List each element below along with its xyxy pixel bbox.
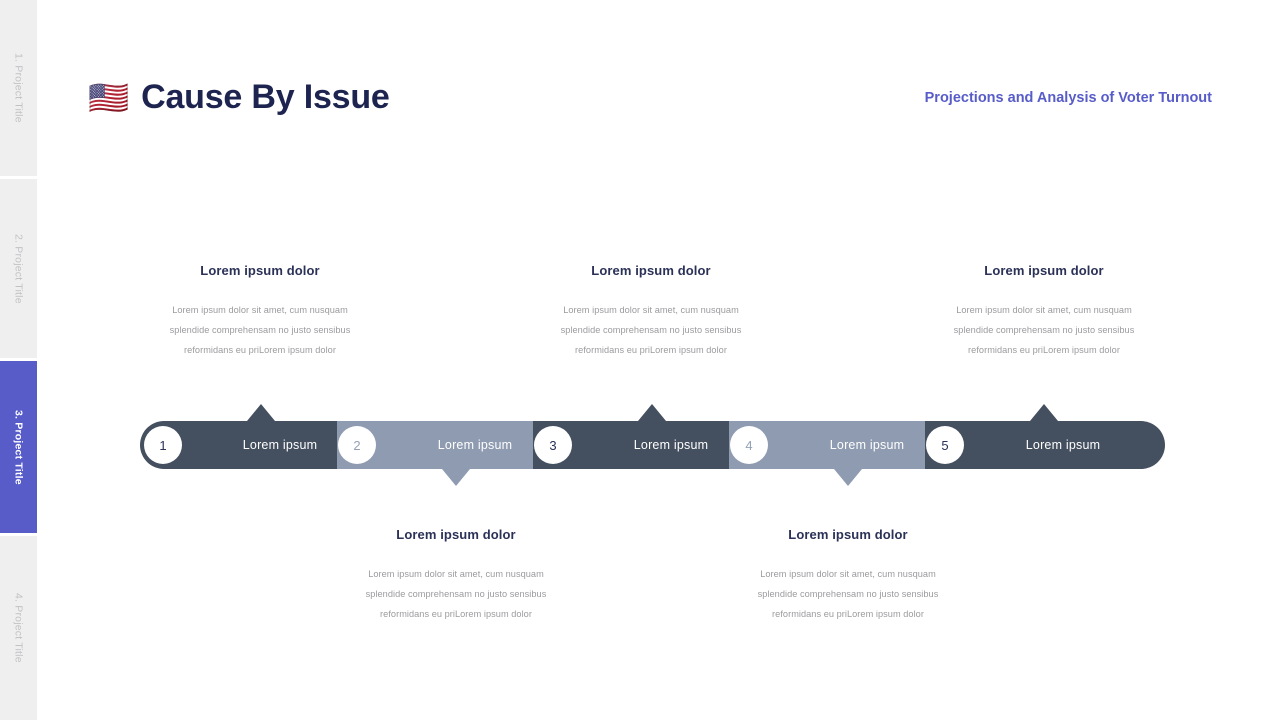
sidebar-item-4[interactable]: 4. Project Title bbox=[0, 536, 37, 720]
timeline-segment-5[interactable] bbox=[925, 421, 1165, 469]
info-block-heading: Lorem ipsum dolor bbox=[788, 527, 908, 542]
info-block-top-1: Lorem ipsum dolor Lorem ipsum dolor sit … bbox=[142, 263, 378, 360]
pointer-up-step-1 bbox=[247, 404, 275, 421]
info-block-line: splendide comprehensam no justo sensibus bbox=[953, 325, 1135, 335]
info-block-heading: Lorem ipsum dolor bbox=[396, 527, 516, 542]
info-block-line: splendide comprehensam no justo sensibus bbox=[757, 589, 939, 599]
sidebar-item-2[interactable]: 2. Project Title bbox=[0, 179, 37, 361]
sidebar-item-label: 2. Project Title bbox=[12, 233, 25, 304]
info-block-heading: Lorem ipsum dolor bbox=[200, 263, 320, 278]
info-block-line: reformidans eu priLorem ipsum dolor bbox=[772, 609, 924, 619]
pointer-down-step-4 bbox=[834, 469, 862, 486]
page-title: 🇺🇸 Cause By Issue bbox=[88, 78, 390, 117]
info-block-line: splendide comprehensam no justo sensibus bbox=[169, 325, 351, 335]
page-title-text: Cause By Issue bbox=[141, 78, 390, 116]
timeline-label-3: Lorem ipsum bbox=[633, 438, 709, 452]
info-block-top-2: Lorem ipsum dolor Lorem ipsum dolor sit … bbox=[533, 263, 769, 360]
info-block-heading: Lorem ipsum dolor bbox=[984, 263, 1104, 278]
sidebar-item-label: 3. Project Title bbox=[12, 409, 25, 485]
timeline-label-5: Lorem ipsum bbox=[1025, 438, 1101, 452]
info-block-bottom-1: Lorem ipsum dolor Lorem ipsum dolor sit … bbox=[338, 527, 574, 624]
pointer-down-step-2 bbox=[442, 469, 470, 486]
info-block-line: reformidans eu priLorem ipsum dolor bbox=[184, 345, 336, 355]
info-block-bottom-2: Lorem ipsum dolor Lorem ipsum dolor sit … bbox=[730, 527, 966, 624]
info-block-line: Lorem ipsum dolor sit amet, cum nusquam bbox=[563, 305, 739, 315]
timeline-node-1[interactable]: 1 bbox=[144, 426, 182, 464]
info-block-heading: Lorem ipsum dolor bbox=[591, 263, 711, 278]
page-subtitle: Projections and Analysis of Voter Turnou… bbox=[924, 90, 1212, 106]
info-block-line: reformidans eu priLorem ipsum dolor bbox=[968, 345, 1120, 355]
timeline-label-1: Lorem ipsum bbox=[242, 438, 318, 452]
info-block-top-3: Lorem ipsum dolor Lorem ipsum dolor sit … bbox=[926, 263, 1162, 360]
info-block-line: reformidans eu priLorem ipsum dolor bbox=[575, 345, 727, 355]
timeline-node-3[interactable]: 3 bbox=[534, 426, 572, 464]
info-block-line: Lorem ipsum dolor sit amet, cum nusquam bbox=[760, 569, 936, 579]
sidebar-item-3[interactable]: 3. Project Title bbox=[0, 361, 37, 536]
info-block-line: Lorem ipsum dolor sit amet, cum nusquam bbox=[956, 305, 1132, 315]
sidebar-item-label: 1. Project Title bbox=[12, 53, 25, 123]
info-block-line: splendide comprehensam no justo sensibus bbox=[365, 589, 547, 599]
sidebar: 1. Project Title 2. Project Title 3. Pro… bbox=[0, 0, 37, 720]
pointer-up-step-3 bbox=[638, 404, 666, 421]
timeline-bar: Lorem ipsum Lorem ipsum Lorem ipsum Lore… bbox=[140, 404, 1165, 486]
timeline-node-4[interactable]: 4 bbox=[730, 426, 768, 464]
info-block-line: reformidans eu priLorem ipsum dolor bbox=[380, 609, 532, 619]
sidebar-item-label: 4. Project Title bbox=[12, 593, 25, 663]
timeline-node-2[interactable]: 2 bbox=[338, 426, 376, 464]
timeline-node-5[interactable]: 5 bbox=[926, 426, 964, 464]
info-block-line: splendide comprehensam no justo sensibus bbox=[560, 325, 742, 335]
info-block-line: Lorem ipsum dolor sit amet, cum nusquam bbox=[368, 569, 544, 579]
sidebar-item-1[interactable]: 1. Project Title bbox=[0, 0, 37, 179]
timeline-label-2: Lorem ipsum bbox=[437, 438, 513, 452]
info-block-line: Lorem ipsum dolor sit amet, cum nusquam bbox=[172, 305, 348, 315]
pointer-up-step-5 bbox=[1030, 404, 1058, 421]
flag-us-icon: 🇺🇸 bbox=[88, 79, 130, 116]
timeline-label-4: Lorem ipsum bbox=[829, 438, 905, 452]
